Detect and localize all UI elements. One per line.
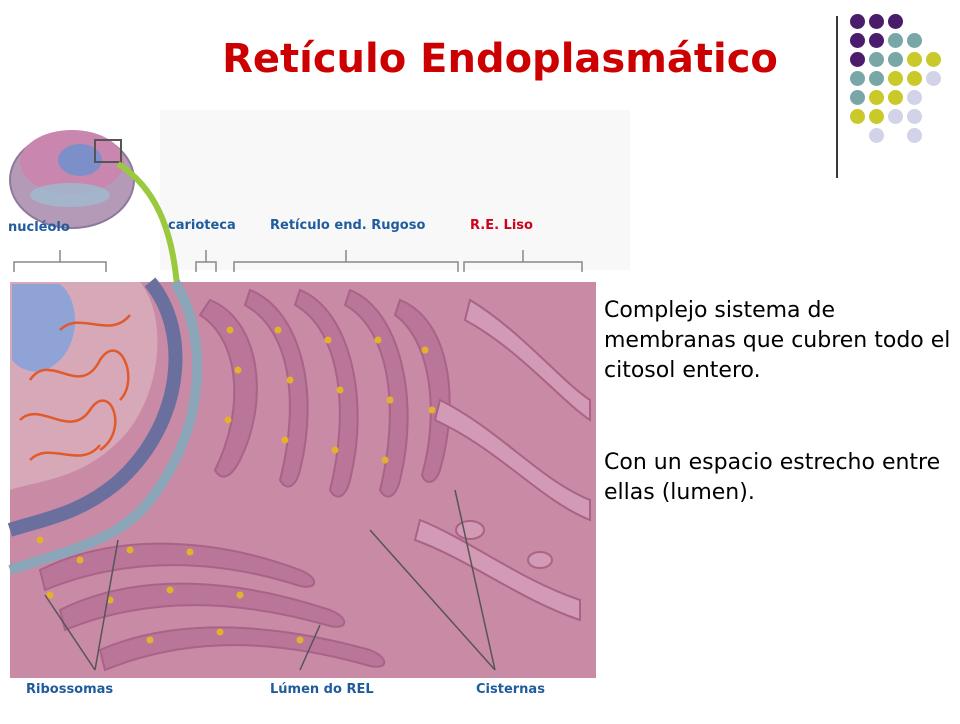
dot [869,14,884,29]
dot [850,90,865,105]
dot [888,33,903,48]
dot [926,71,941,86]
dot [907,33,922,48]
dot [850,14,865,29]
dot [850,52,865,67]
dot [907,71,922,86]
dot [869,109,884,124]
er-illustration-svg [0,100,640,720]
decorative-dot-grid [848,12,958,162]
dot [850,109,865,124]
label-brackets [13,250,583,272]
ribosome-dots [36,326,436,644]
dot [888,14,903,29]
dot [926,52,941,67]
paragraph-2: Con un espacio estrecho entre ellas (lum… [604,450,941,505]
dot [869,71,884,86]
dot [888,52,903,67]
dot [869,52,884,67]
dot [850,33,865,48]
dot [907,109,922,124]
dot [907,90,922,105]
er-illustration: nucléolo carioteca Retículo end. Rugoso … [0,100,640,720]
dot [888,109,903,124]
label-nucleolo: nucléolo [8,220,70,235]
divider-line [836,16,838,178]
slide-title: Retículo Endoplasmático [222,36,778,82]
dot [850,71,865,86]
dot [869,33,884,48]
label-pointers [44,489,496,671]
cell-thumbnail [9,130,135,229]
dot [869,128,884,143]
dot [869,90,884,105]
label-lumen: Lúmen do REL [270,682,374,697]
label-cisternas: Cisternas [476,682,545,697]
dot [907,52,922,67]
dot [888,90,903,105]
label-ribossomas: Ribossomas [26,682,114,697]
paragraph-1: Complejo sistema de membranas que cubren… [604,298,951,383]
label-rel: R.E. Liso [470,218,533,233]
dot [907,128,922,143]
dot [888,71,903,86]
label-carioteca: carioteca [168,218,236,233]
label-rer: Retículo end. Rugoso [270,218,426,233]
cell-cutaway [7,277,596,678]
